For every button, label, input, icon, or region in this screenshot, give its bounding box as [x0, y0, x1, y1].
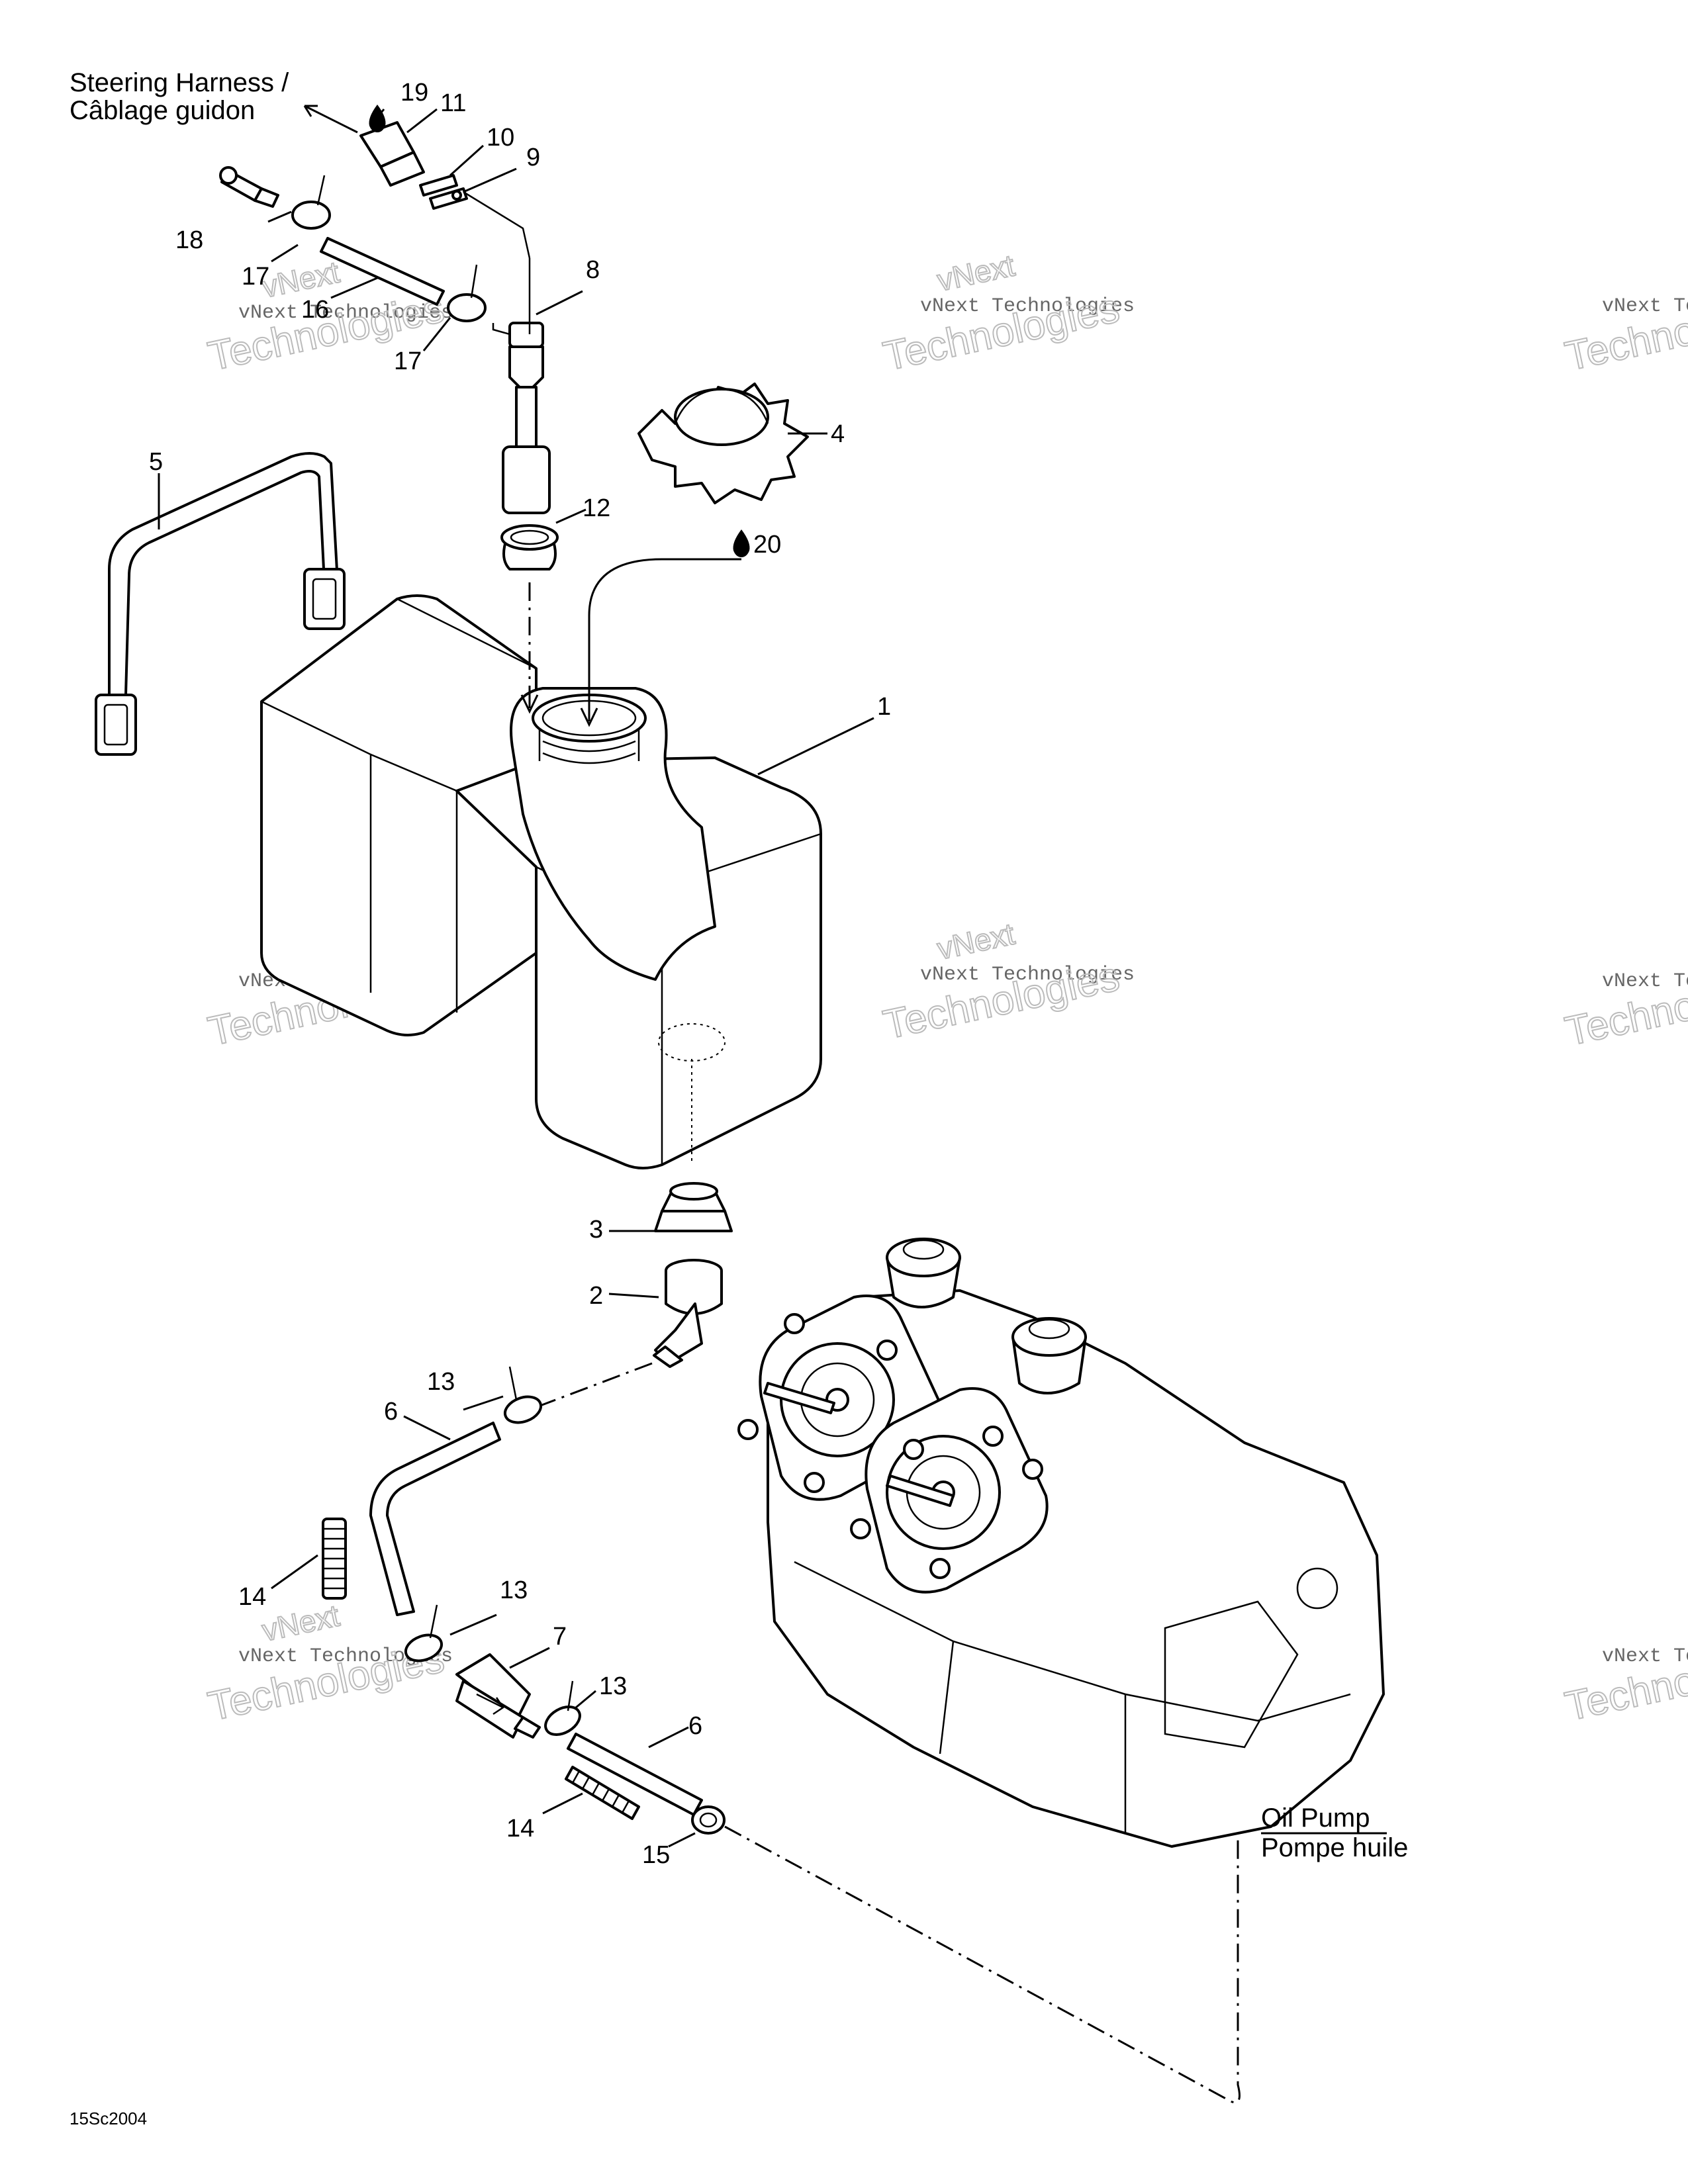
svg-text:vNext Technologies: vNext Technologies [920, 964, 1135, 986]
hose-fitting-nut [691, 1805, 726, 1835]
svg-text:vNext: vNext [934, 916, 1017, 966]
leader-line-16 [330, 277, 378, 299]
leader-line-7 [509, 1647, 550, 1669]
hose-clamp [503, 1366, 543, 1424]
callout-17: 17 [394, 347, 422, 375]
vent-valve [219, 166, 279, 208]
callout-labels: 1 2 3 4 5 6 6 7 8 9 10 11 12 13 13 13 14… [149, 79, 891, 1869]
oil-drop-icon [733, 529, 750, 557]
callout-1: 1 [877, 693, 891, 721]
leader-line-1 [757, 717, 874, 776]
callout-3: 3 [589, 1216, 603, 1244]
callout-6: 6 [688, 1712, 702, 1740]
callout-7: 7 [553, 1623, 567, 1651]
leader-line-13b [449, 1614, 497, 1636]
spring-sleeve [322, 1518, 347, 1600]
hose-clamp [447, 264, 487, 322]
svg-text:vNext Technologies: vNext Technologies [1602, 295, 1688, 318]
leader-line-13c [575, 1690, 596, 1709]
callout-8: 8 [586, 256, 600, 284]
callout-13: 13 [427, 1368, 455, 1396]
callout-16: 16 [301, 296, 329, 324]
watermark: vNext Technologies Technologies [1561, 1635, 1688, 1731]
callout-2: 2 [589, 1282, 603, 1310]
oil-feed-hose [567, 1733, 703, 1816]
hose-clamp [291, 175, 331, 230]
callout-9: 9 [526, 144, 540, 171]
outlet-elbow [653, 1259, 723, 1368]
callout-12: 12 [583, 494, 610, 522]
callout-10: 10 [487, 124, 514, 152]
engine-assembly [737, 1238, 1385, 1848]
callout-13: 13 [599, 1672, 627, 1700]
svg-text:Pompe huile: Pompe huile [1261, 1833, 1408, 1862]
leader-line-13a [463, 1395, 504, 1411]
leader-line-11 [406, 108, 438, 134]
terminal-set [419, 174, 531, 259]
arrow-oil-fill [580, 558, 741, 727]
leader-line-8 [536, 290, 583, 316]
callout-17: 17 [242, 263, 269, 291]
svg-text:Câblage guidon: Câblage guidon [70, 96, 255, 125]
leader-line-15 [668, 1832, 696, 1848]
callout-5: 5 [149, 448, 163, 476]
leader-line-6a [403, 1415, 451, 1441]
assembly-line-oil-pump [724, 1825, 1241, 2104]
callout-20: 20 [753, 531, 781, 559]
leader-line-12 [555, 508, 586, 524]
leader-line-10 [449, 144, 485, 177]
tank-cap [637, 383, 809, 504]
svg-text:Oil Pump: Oil Pump [1261, 1803, 1370, 1833]
hose-clamp [544, 1680, 581, 1736]
svg-text:Steering Harness /: Steering Harness / [70, 68, 289, 97]
vent-hose [320, 237, 445, 306]
callout-14: 14 [238, 1583, 266, 1611]
watermark: vNext vNext Technologies Technologies [204, 1597, 453, 1730]
watermark: vNext vNext Technologies Technologies [879, 247, 1135, 380]
spring-sleeve [565, 1766, 640, 1820]
leader-line-14a [271, 1554, 318, 1590]
callout-18: 18 [175, 226, 203, 254]
svg-text:vNext: vNext [259, 1598, 342, 1647]
callout-15: 15 [642, 1841, 670, 1869]
leader-line-18 [267, 210, 292, 223]
leader-line-17b [422, 317, 451, 351]
sensor-grommet [500, 524, 559, 570]
outlet-grommet [654, 1182, 733, 1232]
callout-11: 11 [440, 89, 466, 117]
arrow-sensor [520, 688, 539, 714]
leader-line-17a [271, 244, 299, 263]
oil-pump-caption: Oil Pump Pompe huile [1261, 1803, 1408, 1862]
callout-13: 13 [500, 1576, 528, 1604]
oil-drop-icon [369, 105, 386, 132]
oil-feed-hose [369, 1422, 501, 1616]
tank-strap [95, 452, 346, 756]
watermark: vNext Technologies Technologies [1561, 285, 1688, 381]
callout-4: 4 [831, 420, 845, 448]
svg-text:vNext Technologies: vNext Technologies [920, 295, 1135, 318]
watermark: vNext vNext Technologies Technologies [879, 915, 1135, 1048]
oil-tank [260, 594, 822, 1169]
harness-connector [359, 121, 425, 187]
svg-text:vNext: vNext [934, 248, 1017, 297]
svg-text:vNext Technologies: vNext Technologies [238, 302, 453, 324]
svg-text:vNext Technologies: vNext Technologies [1602, 1645, 1688, 1668]
leader-line-14b [542, 1792, 583, 1815]
svg-text:vNext Technologies: vNext Technologies [1602, 970, 1688, 993]
figure-code: 15Sc2004 [70, 2109, 147, 2128]
hose-clamp [404, 1604, 444, 1662]
callout-6: 6 [384, 1398, 398, 1426]
callout-19: 19 [400, 79, 428, 107]
oil-level-sensor [492, 258, 551, 514]
leader-line-2 [608, 1293, 659, 1298]
leader-line-6b [648, 1726, 689, 1749]
assembly-line-outlet [529, 1362, 653, 1411]
oil-filter [455, 1653, 541, 1739]
leader-line-9 [463, 167, 517, 193]
steering-harness-caption: Steering Harness / Câblage guidon [70, 68, 289, 125]
callout-14: 14 [506, 1815, 534, 1843]
arrow-steering-harness [303, 105, 358, 134]
watermark: vNext Technologies Technologies [1561, 960, 1688, 1056]
